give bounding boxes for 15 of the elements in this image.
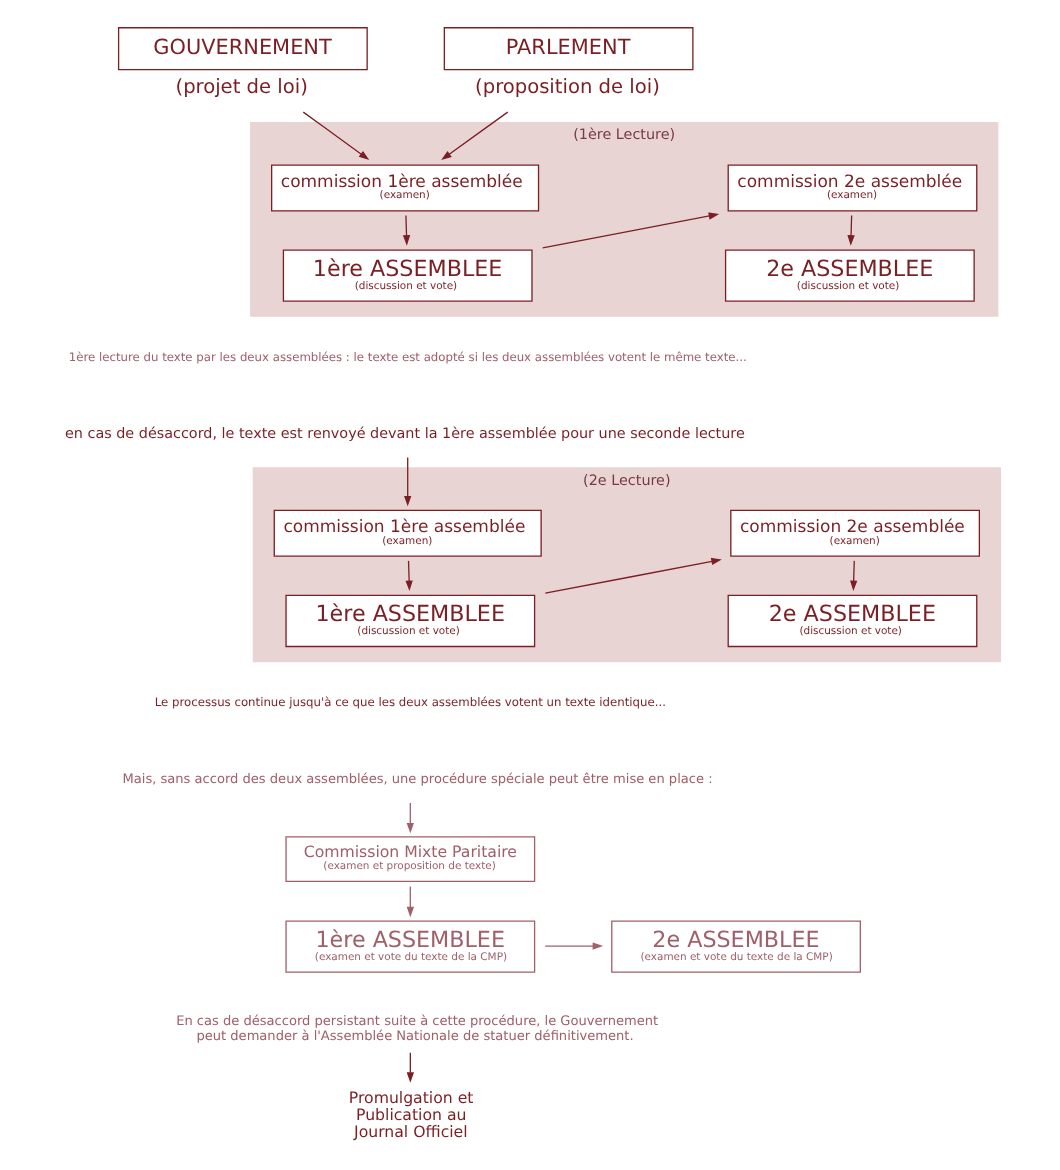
arrow: [846, 214, 854, 246]
arrow: [440, 111, 508, 161]
arrow: [301, 111, 369, 161]
arrow: [405, 802, 413, 834]
arrow: [405, 1052, 413, 1083]
arrow: [404, 560, 412, 591]
arrow: [405, 885, 413, 918]
arrow: [543, 942, 603, 950]
arrow: [403, 456, 411, 507]
arrow: [541, 212, 719, 249]
arrow: [849, 560, 857, 591]
arrow: [401, 214, 410, 246]
arrow: [543, 557, 721, 594]
node-label: (proposition de loi): [474, 77, 659, 100]
node-label: (projet de loi): [174, 77, 307, 100]
